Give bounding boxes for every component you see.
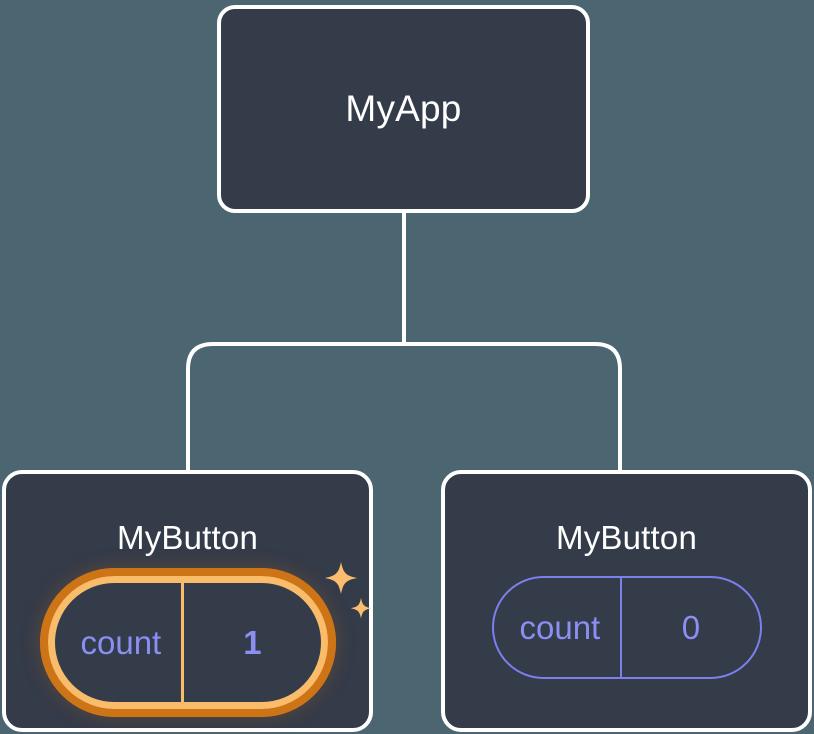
state-pill-highlighted[interactable]: count 1 bbox=[39, 568, 336, 717]
node-root-myapp[interactable]: MyApp bbox=[217, 5, 590, 213]
state-pill-divider bbox=[620, 578, 623, 677]
state-key-label: count bbox=[519, 608, 601, 646]
state-pill-value-cell: 0 bbox=[622, 578, 759, 677]
node-child-right-label: MyButton bbox=[556, 519, 697, 556]
state-pill-key-cell: count bbox=[55, 583, 182, 702]
state-value-label: 0 bbox=[681, 608, 701, 646]
state-pill-value-cell: 1 bbox=[184, 583, 320, 702]
state-pill-divider bbox=[181, 583, 185, 702]
state-value-label: 1 bbox=[243, 623, 262, 661]
node-child-left-label: MyButton bbox=[117, 519, 258, 556]
node-child-mybutton-left[interactable]: MyButton count 1 bbox=[2, 470, 373, 732]
connector-branch-bus bbox=[186, 342, 622, 472]
state-pill-left-wrap: count 1 bbox=[6, 568, 369, 717]
node-child-mybutton-right[interactable]: MyButton count 0 bbox=[441, 470, 812, 732]
node-root-label: MyApp bbox=[345, 88, 462, 129]
state-pill-right-wrap: count 0 bbox=[445, 576, 808, 679]
state-pill-key-cell: count bbox=[494, 578, 621, 677]
state-key-label: count bbox=[80, 623, 162, 661]
state-pill-plain[interactable]: count 0 bbox=[491, 576, 762, 679]
